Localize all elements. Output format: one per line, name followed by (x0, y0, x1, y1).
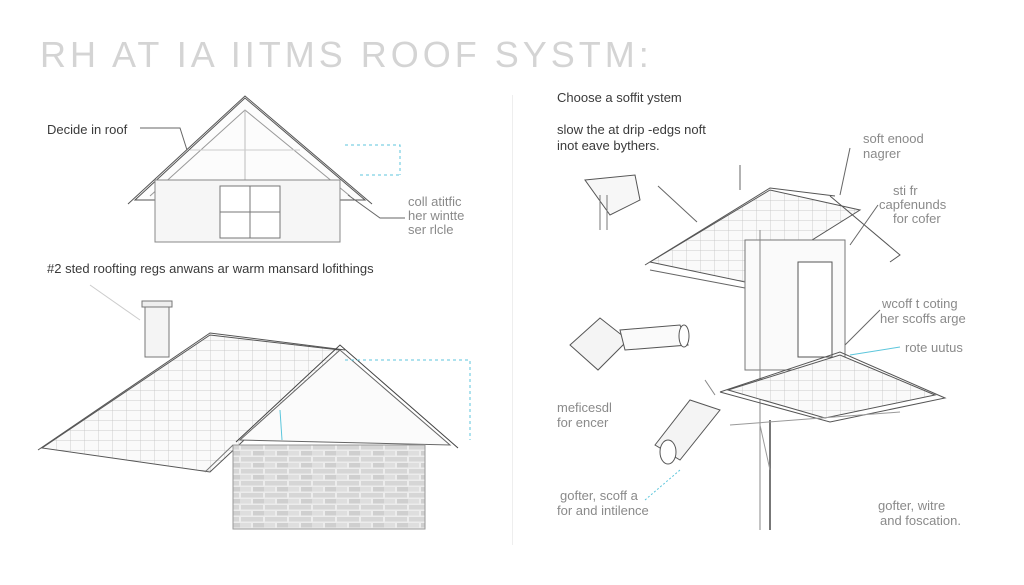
gutter-pipe (644, 379, 721, 501)
instruction-line-2: inot eave bythers. (557, 138, 660, 153)
step-two-caption: #2 sted roofting regs anwans ar warm man… (47, 261, 374, 276)
decide-roof-label: Decide in roof (47, 122, 128, 137)
drip-edge-tool (569, 174, 690, 371)
gofter-right-line-1: gofter, witre (878, 498, 946, 513)
gofter-right-line-2: and foscation. (880, 513, 961, 528)
brick-house-sketch (37, 284, 471, 530)
note-line-1: coll atitfic (408, 194, 462, 209)
soffit-structure-sketch (644, 147, 947, 530)
cap-note-line-1: sti fr (893, 183, 918, 198)
gable-roof-sketch (127, 95, 405, 243)
mef-note-line-2: for encer (557, 415, 609, 430)
section-divider (512, 95, 513, 545)
note-line-2: her wintte (408, 208, 465, 223)
soft-note-line-1: soft enood (863, 131, 924, 146)
gofter-left-line-1: gofter, scoff a (560, 488, 638, 503)
woff-note-line-2: her scoffs arge (880, 311, 966, 326)
instruction-line-1: slow the at drip -edgs noft (557, 122, 706, 137)
mef-note-line-1: meficesdl (557, 400, 612, 415)
choose-soffit-label: Choose a soffit ystem (557, 90, 682, 105)
cap-note-line-3: for cofer (893, 211, 941, 226)
rote-note: rote uutus (905, 340, 963, 355)
cap-note-line-2: capfenunds (879, 197, 947, 212)
note-line-3: ser rlcle (408, 222, 454, 237)
page-title: RH AT IA IITMS ROOF SYSTM: (40, 34, 653, 75)
woff-note-line-1: wcoff t coting (882, 296, 958, 311)
soft-note-line-2: nagrer (863, 146, 901, 161)
gofter-left-line-2: for and intilence (557, 503, 649, 518)
